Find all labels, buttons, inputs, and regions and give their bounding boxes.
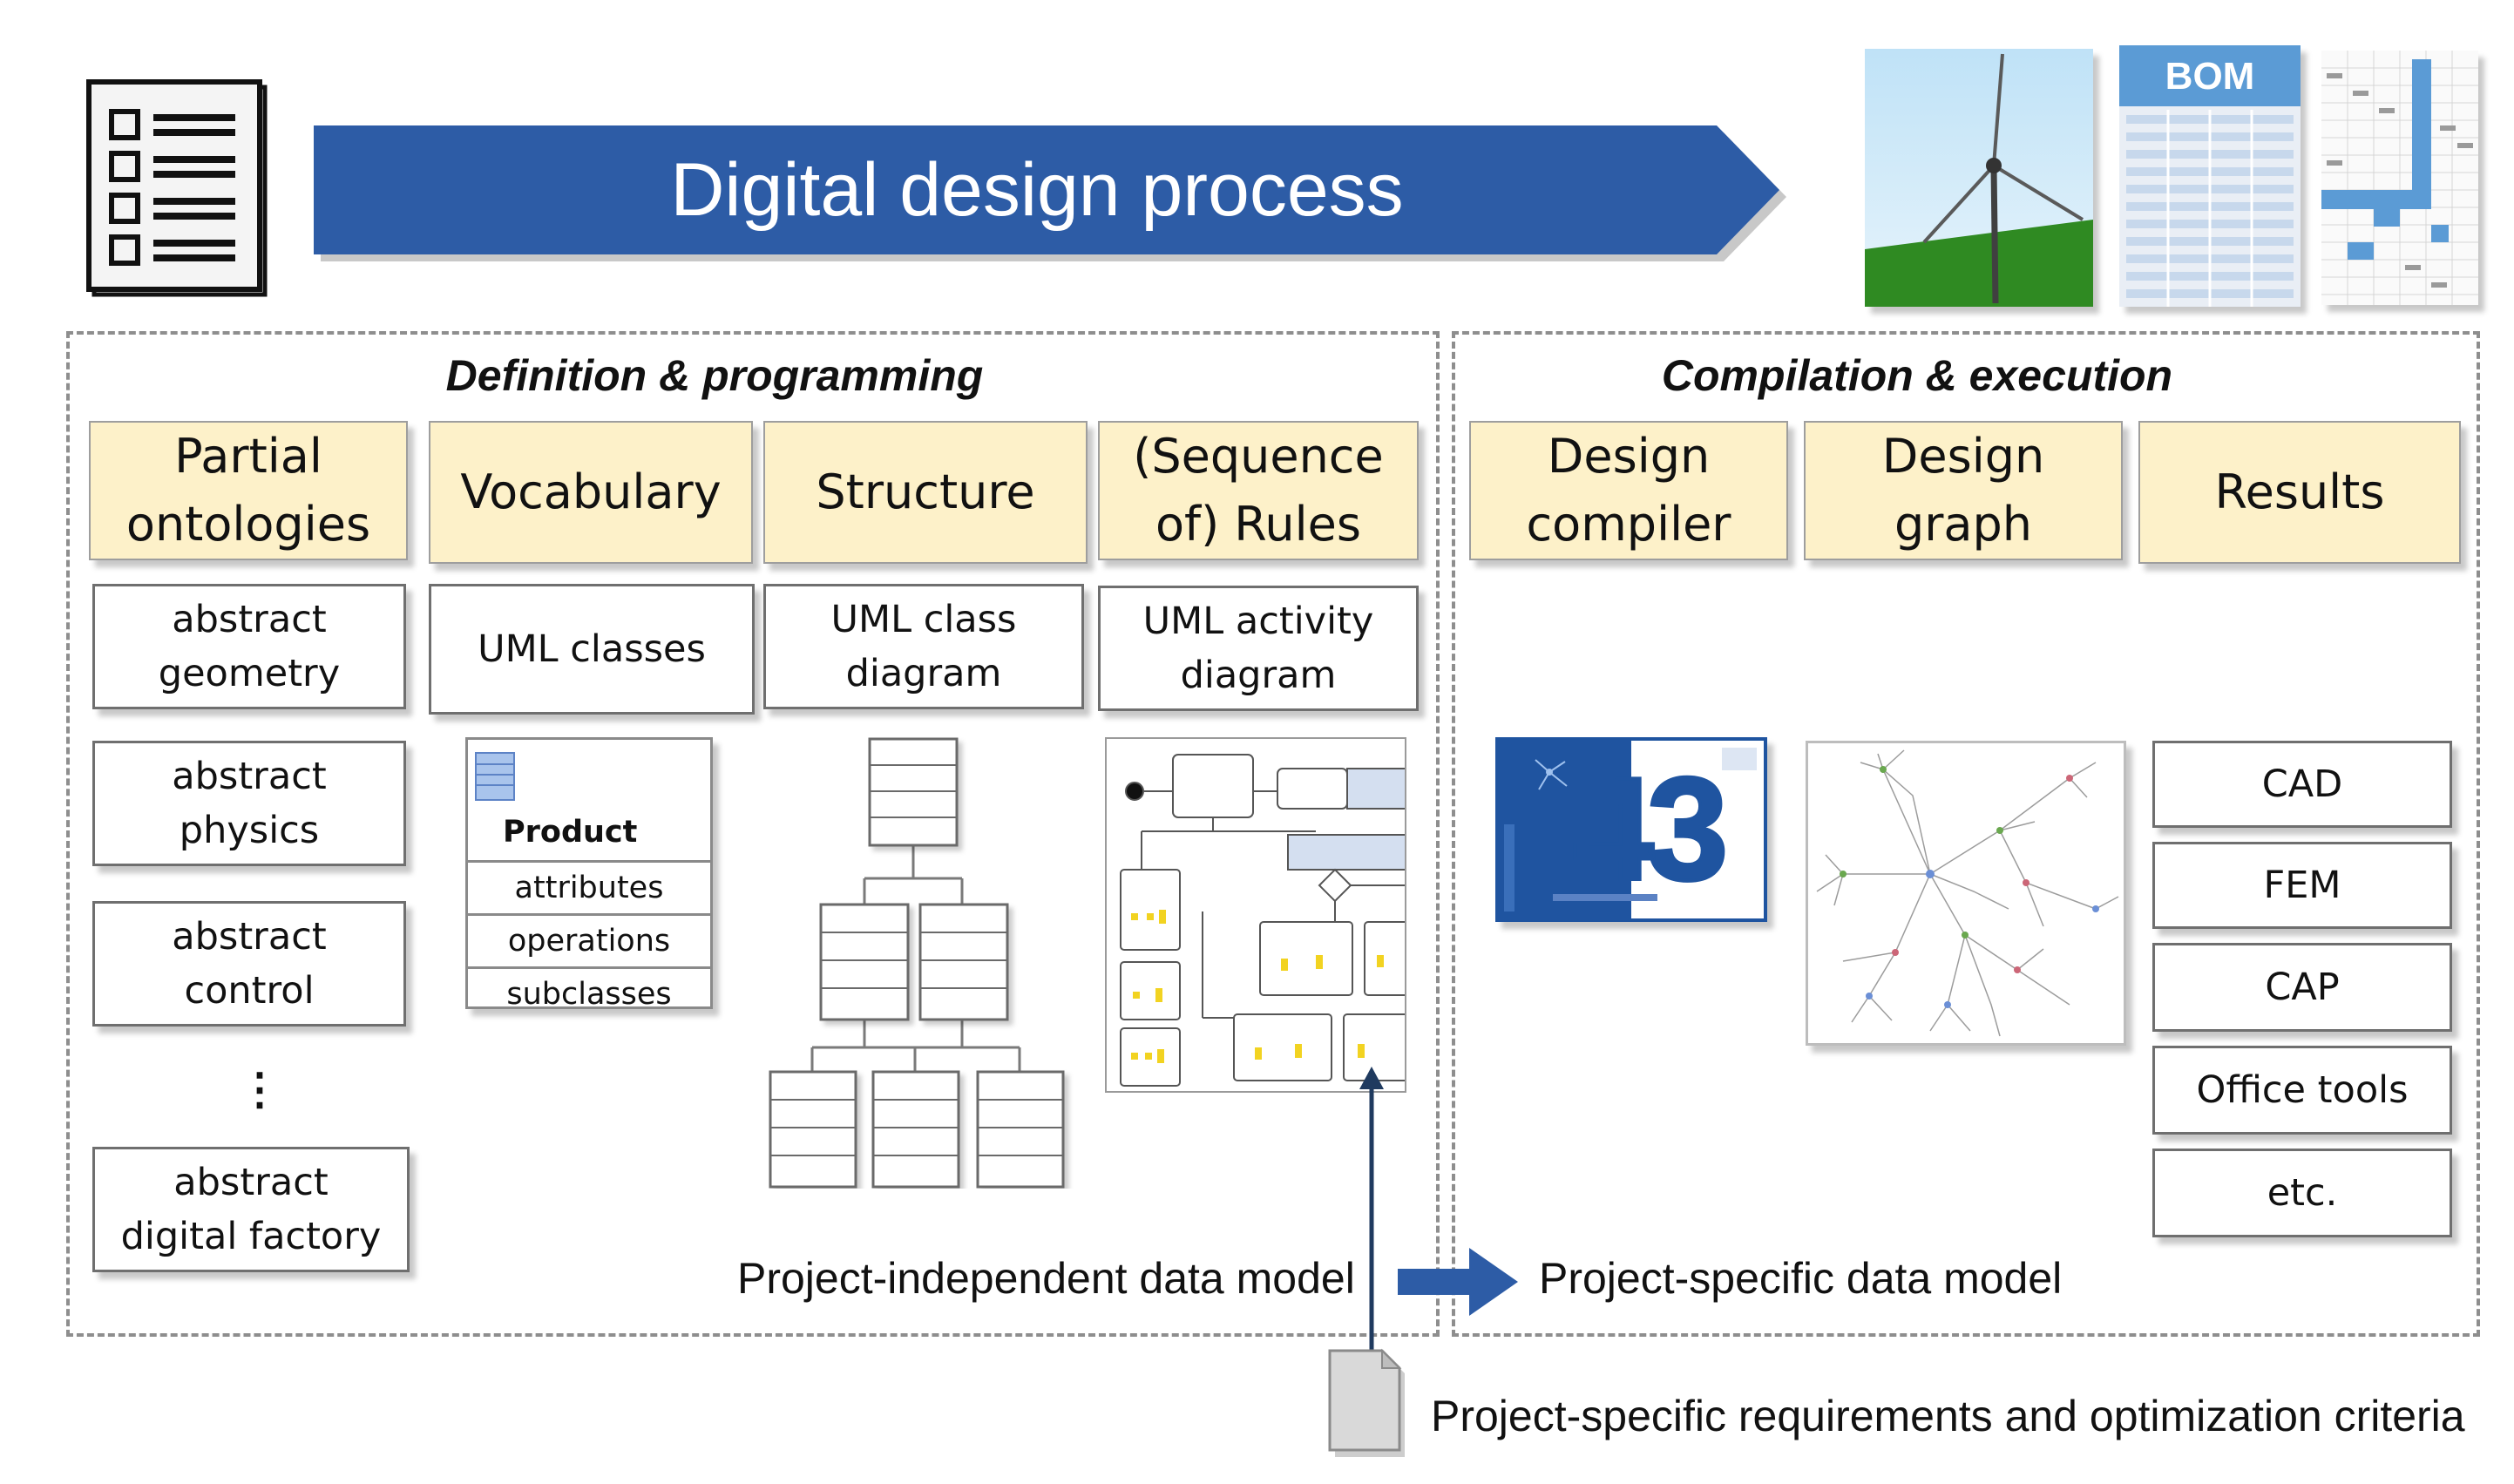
result-cap: CAP xyxy=(2152,943,2452,1032)
detail-uml-class-diagram: UML class diagram xyxy=(763,584,1084,709)
header-design-graph: Design graph xyxy=(1804,421,2123,560)
uml-class-diagram-graphic xyxy=(767,735,1081,1189)
uml-class-icon xyxy=(475,752,515,801)
wind-turbine-image xyxy=(1865,49,2093,307)
requirements-label: Project-specific requirements and optimi… xyxy=(1431,1392,2465,1440)
result-cad: CAD xyxy=(2152,741,2452,828)
uml-class-box: Product attributes operations subclasses xyxy=(465,737,713,1012)
header-partial-ontologies: Partial ontologies xyxy=(89,421,408,560)
result-office-tools: Office tools xyxy=(2152,1046,2452,1135)
header-results: Results xyxy=(2138,421,2461,564)
uml-activity-diagram-graphic xyxy=(1105,737,1406,1093)
banner-title: Digital design process xyxy=(670,147,1404,232)
header-design-compiler: Design compiler xyxy=(1469,421,1788,560)
compiler-logo-number: 43 xyxy=(1571,745,1731,912)
detail-uml-classes: UML classes xyxy=(429,584,755,715)
uml-class-name: Product xyxy=(503,815,638,850)
header-structure: Structure xyxy=(763,421,1088,564)
design-compiler-cover xyxy=(1495,737,1767,922)
ontology-ellipsis: ⋮ xyxy=(238,1065,281,1114)
requirements-document-icon xyxy=(1326,1347,1410,1460)
uml-row-attributes: attributes xyxy=(468,860,710,913)
bom-label: BOM xyxy=(2165,55,2255,98)
ontology-abstract-geometry: abstract geometry xyxy=(92,584,406,709)
project-independent-caption: Project-independent data model xyxy=(737,1254,1355,1303)
result-etc: etc. xyxy=(2152,1149,2452,1237)
header-vocabulary: Vocabulary xyxy=(429,421,753,564)
process-banner-arrow xyxy=(312,122,1793,261)
ontology-abstract-control: abstract control xyxy=(92,901,406,1027)
checklist-icon xyxy=(85,78,268,297)
detail-uml-activity-diagram: UML activity diagram xyxy=(1098,586,1419,711)
ontology-abstract-physics: abstract physics xyxy=(92,741,406,866)
model-transition-arrow xyxy=(1394,1243,1521,1321)
project-specific-caption: Project-specific data model xyxy=(1539,1254,2063,1303)
ontology-abstract-digital-factory: abstract digital factory xyxy=(92,1147,410,1272)
uml-row-subclasses: subclasses xyxy=(468,966,710,1020)
result-fem: FEM xyxy=(2152,842,2452,929)
matrix-spreadsheet-image xyxy=(2321,51,2478,305)
compilation-execution-title: Compilation & execution xyxy=(1661,351,2173,400)
uml-row-operations: operations xyxy=(468,913,710,966)
compilation-execution-region xyxy=(1452,331,2480,1337)
definition-programming-title: Definition & programming xyxy=(445,351,984,400)
design-graph-image xyxy=(1806,741,2126,1046)
header-rules: (Sequence of) Rules xyxy=(1098,421,1419,560)
definition-programming-region xyxy=(66,331,1440,1337)
bom-table-image xyxy=(2119,45,2301,307)
